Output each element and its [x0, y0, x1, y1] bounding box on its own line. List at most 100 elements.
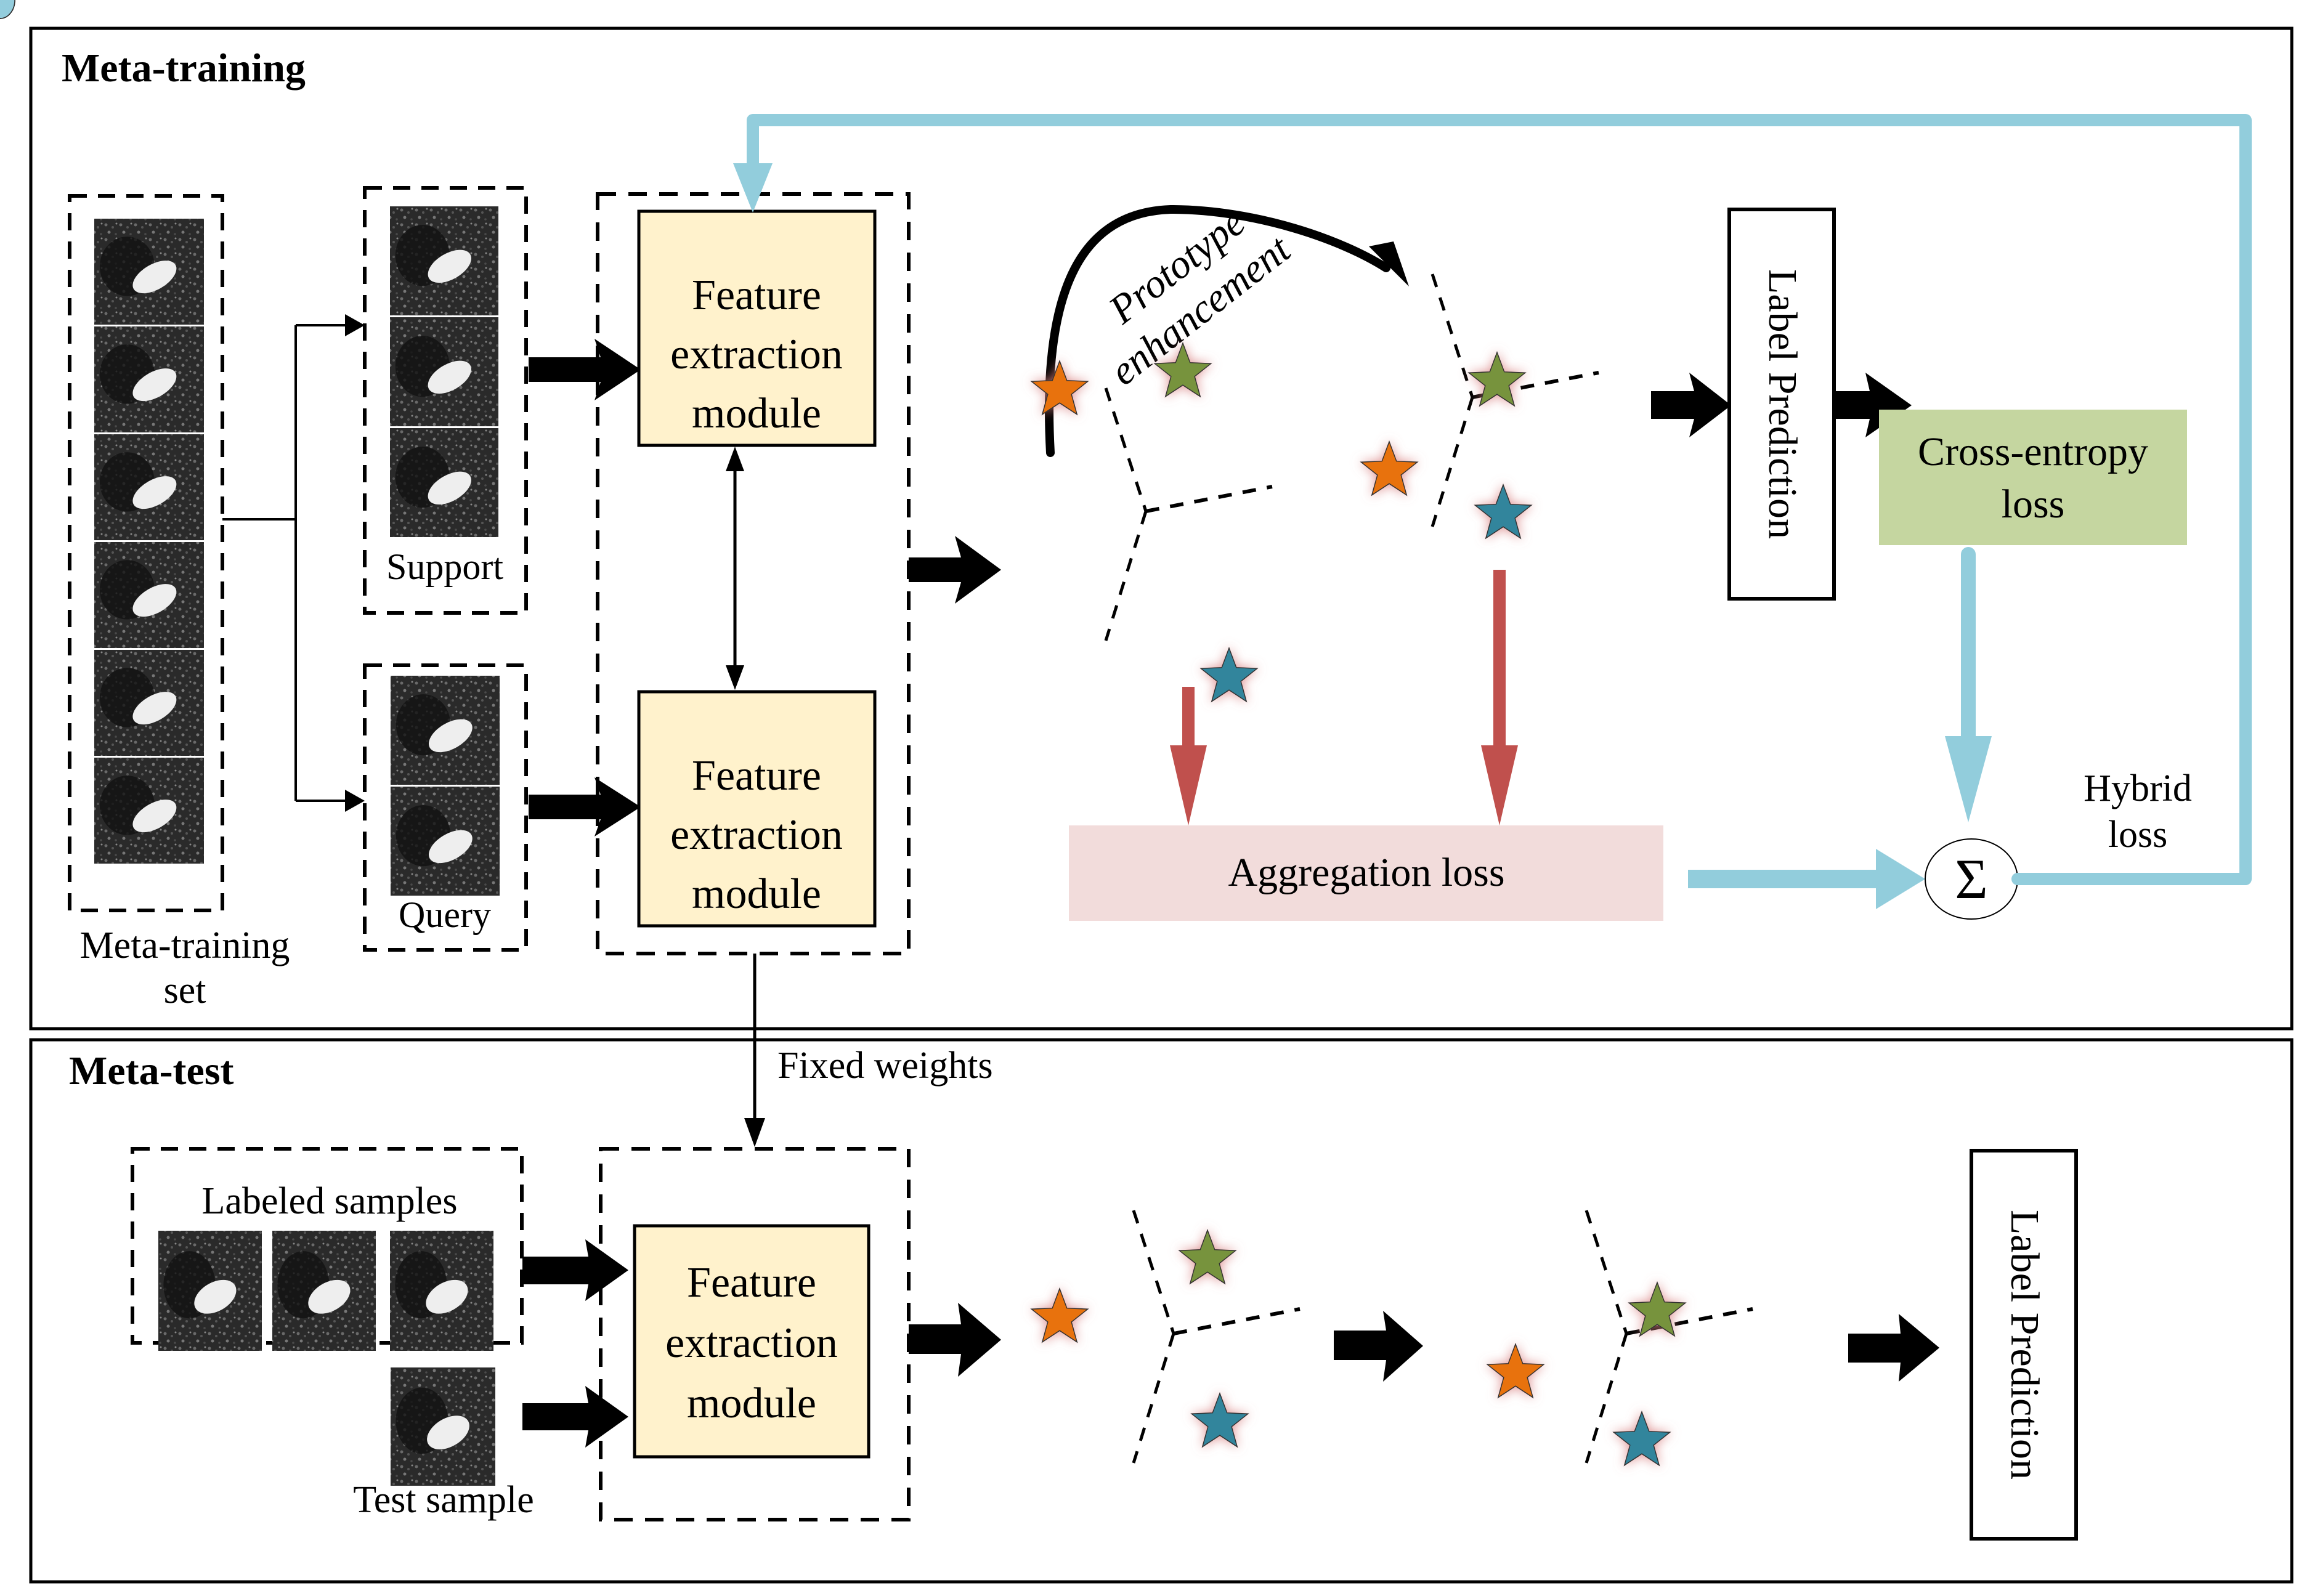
arrow-aggregation-to-sum	[1688, 849, 1925, 909]
labeled-samples-group: Labeled samples	[131, 1147, 524, 1351]
sar-image-1	[390, 206, 498, 315]
module-test-line2: extraction	[665, 1319, 838, 1367]
arrow-test-module-to-embedding	[909, 1303, 1001, 1377]
cross-entropy-line2: loss	[2002, 482, 2065, 527]
query-group: Query	[363, 663, 528, 952]
feature-module-top: Feature extraction module	[637, 209, 877, 447]
test-sample-group: Test sample	[353, 1367, 534, 1521]
test-sample-label: Test sample	[353, 1479, 534, 1521]
prototype-star-green	[1153, 341, 1212, 398]
labeled-sample-image-2	[272, 1231, 376, 1351]
sar-image-1	[94, 219, 204, 325]
class-boundary	[1145, 485, 1273, 513]
module-bottom-line3: module	[692, 870, 821, 918]
meta-test-panel	[29, 1038, 2294, 1584]
aggregation-loss-text: Aggregation loss	[1228, 850, 1504, 895]
sar-target	[428, 249, 471, 283]
prototype-star-blue	[1612, 1410, 1671, 1467]
sar-target	[428, 719, 473, 753]
class-boundary	[1132, 1210, 1175, 1334]
prototype-star-green	[1628, 1281, 1687, 1337]
sar-target	[428, 471, 471, 505]
prototype-star-blue	[1474, 483, 1533, 540]
prototype-enhancement-arrow	[1045, 205, 1409, 457]
arrow-module-to-embedding	[909, 536, 1001, 604]
sar-target	[308, 1279, 351, 1314]
sar-target	[428, 360, 471, 394]
sar-target	[132, 584, 177, 617]
feature-module-bottom: Feature extraction module	[637, 690, 877, 928]
class-boundary	[1585, 1333, 1628, 1464]
sum-symbol: Σ	[1955, 848, 1988, 910]
arrow-to-label-prediction	[1651, 373, 1731, 437]
fixed-weights-arrow	[744, 954, 765, 1147]
sar-image-4	[94, 542, 204, 648]
meta-training-set-group: Meta-training set	[68, 194, 290, 1011]
label-prediction-train-text: Label Prediction	[1760, 269, 1805, 539]
prototype-star-green	[1178, 1228, 1237, 1285]
prototype-star-blue	[1199, 646, 1259, 703]
sar-target	[427, 1416, 469, 1449]
split-connector	[222, 314, 365, 812]
arrow-head-support	[345, 314, 365, 336]
module-test-line1: Feature	[687, 1259, 816, 1306]
test-sample-image	[391, 1367, 495, 1486]
sample-point-blue	[0, 0, 15, 19]
prototype-star-green	[1467, 350, 1527, 407]
arrow-labeled-to-module	[522, 1239, 628, 1301]
labeled-sample-image-3	[390, 1231, 493, 1351]
prototype-star-orange	[1486, 1342, 1545, 1399]
sar-image-3	[94, 434, 204, 540]
arrow-test-to-module	[522, 1386, 628, 1448]
aggregation-loss: Aggregation loss	[1069, 825, 1663, 921]
class-boundary	[1132, 1333, 1175, 1464]
sum-node: Σ	[1925, 838, 2018, 920]
label-prediction-train: Label Prediction	[1727, 208, 1836, 601]
cross-entropy-loss: Cross-entropy loss	[1879, 410, 2187, 545]
meta-training-panel	[29, 26, 2294, 1031]
module-bottom-line1: Feature	[692, 752, 821, 800]
class-boundary	[1104, 511, 1148, 641]
module-test-line3: module	[687, 1380, 816, 1427]
meta-test-title: Meta-test	[69, 1048, 234, 1093]
arrow-test-to-label-prediction	[1848, 1314, 1939, 1382]
meta-training-set-label-line1: Meta-training	[80, 925, 290, 966]
sar-image-1	[391, 676, 500, 785]
class-boundary	[1585, 1210, 1628, 1334]
module-top-line2: extraction	[670, 331, 843, 378]
sar-target	[428, 830, 473, 864]
hybrid-loss-line1: Hybrid	[2084, 768, 2192, 809]
sar-image-2	[390, 317, 498, 426]
class-boundary	[1430, 397, 1474, 527]
sar-target	[132, 800, 177, 833]
support-group: Support	[363, 186, 528, 615]
hybrid-loss-feedback-arrow	[733, 114, 2252, 885]
meta-training-set-label-line2: set	[164, 970, 206, 1011]
arrow-head-query	[345, 790, 365, 812]
sar-image-2	[391, 787, 500, 896]
arrow-support-to-module	[529, 339, 641, 400]
arrow-query-to-module	[529, 777, 641, 836]
prototype-star-blue	[1190, 1391, 1249, 1448]
meta-training-set-box	[68, 194, 224, 912]
module-top-line1: Feature	[692, 272, 821, 319]
sar-target	[426, 1279, 468, 1314]
query-label: Query	[399, 894, 491, 935]
module-bottom-line2: extraction	[670, 811, 843, 859]
prototype-star-orange	[1030, 359, 1089, 416]
support-label: Support	[386, 546, 503, 587]
class-boundary	[1104, 387, 1148, 512]
weight-sharing-arrow	[726, 447, 744, 690]
cross-entropy-line1: Cross-entropy	[1918, 429, 2148, 474]
feature-module-test: Feature extraction module	[633, 1224, 870, 1459]
fixed-weights-label: Fixed weights	[777, 1045, 993, 1087]
class-boundary	[1626, 1307, 1753, 1335]
sar-target	[132, 368, 177, 402]
sar-image-6	[94, 758, 204, 864]
class-boundary	[1173, 1307, 1301, 1335]
label-prediction-test-text: Label Prediction	[2002, 1210, 2047, 1480]
hybrid-loss-line2: loss	[2108, 814, 2167, 856]
arrow-embedding2-to-aggregation	[1481, 570, 1518, 825]
arrow-cross-entropy-to-sum	[1945, 547, 1992, 822]
